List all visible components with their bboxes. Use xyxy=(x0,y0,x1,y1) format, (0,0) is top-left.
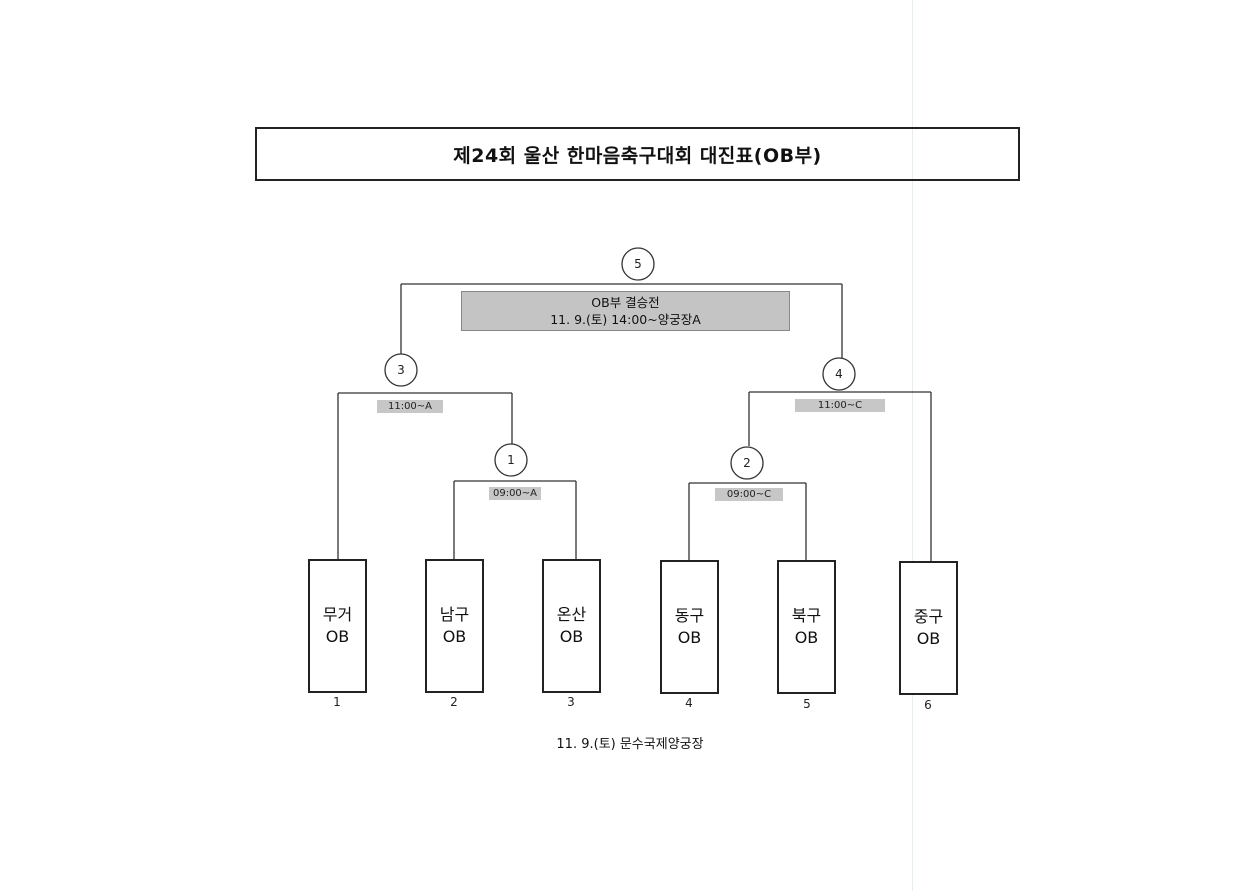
team-name: 무거 xyxy=(322,605,353,624)
match-3-circle xyxy=(384,353,418,387)
final-match-name: OB부 결승전 xyxy=(591,295,660,310)
team-box: 무거 OB xyxy=(308,559,367,693)
team-seed: 3 xyxy=(567,695,575,709)
team-seed: 6 xyxy=(924,698,932,712)
match-1-circle xyxy=(494,443,528,477)
team-seed: 1 xyxy=(333,695,341,709)
team-name: 동구 xyxy=(674,606,705,625)
venue-schedule: 11. 9.(토) 문수국제양궁장 xyxy=(556,737,704,752)
team-name: 중구 xyxy=(913,607,944,626)
team-seed: 4 xyxy=(685,696,693,710)
team-name: 북구 xyxy=(791,606,822,625)
team-name: 남구 xyxy=(439,605,470,624)
match-3-time: 11:00~A xyxy=(377,400,443,413)
team-box: 중구 OB xyxy=(899,561,958,695)
match-1-time: 09:00~A xyxy=(489,487,541,500)
match-2-circle xyxy=(730,446,764,480)
team-division: OB xyxy=(794,628,819,647)
match-2-time: 09:00~C xyxy=(715,488,783,501)
team-box: 온산 OB xyxy=(542,559,601,693)
team-division: OB xyxy=(325,627,350,646)
team-division: OB xyxy=(559,627,584,646)
final-match-box: OB부 결승전 11. 9.(토) 14:00~양궁장A xyxy=(461,291,790,331)
match-4-number: 4 xyxy=(835,367,843,381)
match-4-circle xyxy=(822,357,856,391)
match-2-number: 2 xyxy=(743,456,751,470)
team-box: 남구 OB xyxy=(425,559,484,693)
team-box: 북구 OB xyxy=(777,560,836,694)
match-5-circle xyxy=(621,247,655,281)
scan-fold-line xyxy=(912,0,913,891)
team-division: OB xyxy=(916,629,941,648)
match-5-number: 5 xyxy=(634,257,642,271)
team-name: 온산 xyxy=(556,605,587,624)
team-division: OB xyxy=(442,627,467,646)
page-title: 제24회 울산 한마음축구대회 대진표(OB부) xyxy=(255,127,1020,181)
team-division: OB xyxy=(677,628,702,647)
match-1-number: 1 xyxy=(507,453,515,467)
team-seed: 2 xyxy=(450,695,458,709)
team-seed: 5 xyxy=(803,697,811,711)
match-3-number: 3 xyxy=(397,363,405,377)
match-4-time: 11:00~C xyxy=(795,399,885,412)
final-match-schedule: 11. 9.(토) 14:00~양궁장A xyxy=(550,312,701,327)
team-box: 동구 OB xyxy=(660,560,719,694)
